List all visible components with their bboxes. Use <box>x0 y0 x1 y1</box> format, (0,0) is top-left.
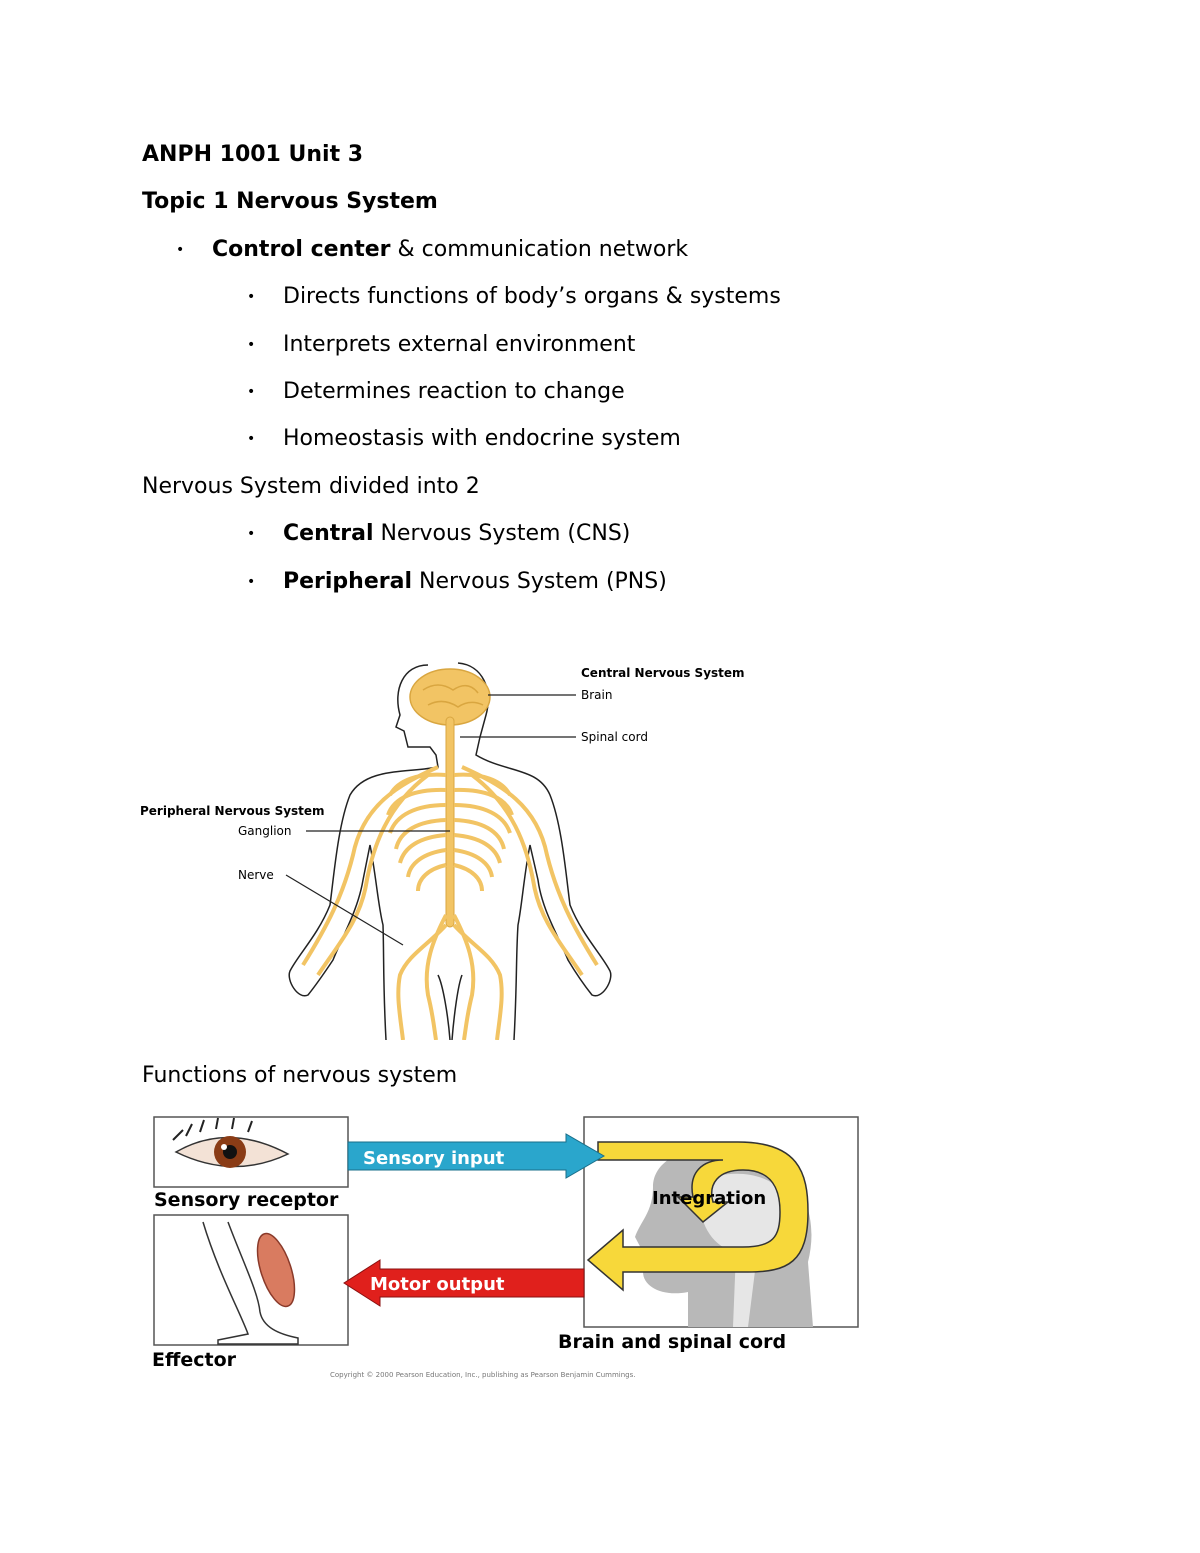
topic-title: Topic 1 Nervous System <box>142 189 438 214</box>
brain-label: Brain <box>581 688 612 702</box>
spinal-cord-shape <box>445 716 455 928</box>
course-title: ANPH 1001 Unit 3 <box>142 142 364 167</box>
copyright-text: Copyright © 2000 Pearson Education, Inc.… <box>330 1371 635 1379</box>
functions-heading: Functions of nervous system <box>142 1063 458 1088</box>
bullet-icon: • <box>247 574 256 590</box>
sub-item: Homeostasis with endocrine system <box>283 426 681 451</box>
division-item: Central Nervous System (CNS) <box>283 520 630 548</box>
sensory-receptor-label: Sensory receptor <box>154 1189 339 1211</box>
bullet-icon: • <box>247 384 256 400</box>
bullet-icon: • <box>247 289 256 305</box>
intro-rest: & communication network <box>390 237 689 262</box>
leg-muscle-icon <box>202 1221 299 1345</box>
sub-item: Directs functions of body’s organs & sys… <box>283 284 781 309</box>
sub-item: Determines reaction to change <box>283 379 625 404</box>
spinal-cord-label: Spinal cord <box>581 730 648 744</box>
integration-loop <box>586 1141 809 1292</box>
division-item: Peripheral Nervous System (PNS) <box>283 568 667 596</box>
division-bold: Central <box>283 521 374 546</box>
motor-output-label: Motor output <box>370 1274 505 1295</box>
functions-diagram: Sensory receptor Integration Brain and s… <box>152 1116 859 1379</box>
bullet-icon: • <box>247 431 256 447</box>
sub-item: Interprets external environment <box>283 332 636 357</box>
bullet-icon: • <box>247 337 256 353</box>
sensory-input-arrow <box>347 1133 605 1179</box>
division-rest: Nervous System (CNS) <box>373 521 631 546</box>
bullet-icon: • <box>176 242 185 258</box>
division-bold: Peripheral <box>283 569 413 594</box>
ganglion-label: Ganglion <box>238 824 292 838</box>
pns-title: Peripheral Nervous System <box>140 804 325 818</box>
intro-item: Control center & communication network <box>212 236 688 264</box>
divided-heading: Nervous System divided into 2 <box>142 474 480 499</box>
leader-lines <box>285 694 576 946</box>
motor-output-arrow <box>343 1259 585 1307</box>
peripheral-nerves <box>301 765 599 1040</box>
sensory-input-label: Sensory input <box>363 1148 505 1169</box>
effector-label: Effector <box>152 1349 237 1371</box>
intro-bold: Control center <box>212 237 391 262</box>
cns-title: Central Nervous System <box>581 666 745 680</box>
division-rest: Nervous System (PNS) <box>412 569 667 594</box>
bullet-icon: • <box>247 526 256 542</box>
brain-spinal-label: Brain and spinal cord <box>558 1331 786 1353</box>
nervous-system-diagram: Central Nervous System Brain Spinal cord… <box>140 662 745 1040</box>
nerve-label: Nerve <box>238 868 274 882</box>
integration-label: Integration <box>652 1188 766 1209</box>
eye-icon <box>172 1117 290 1168</box>
